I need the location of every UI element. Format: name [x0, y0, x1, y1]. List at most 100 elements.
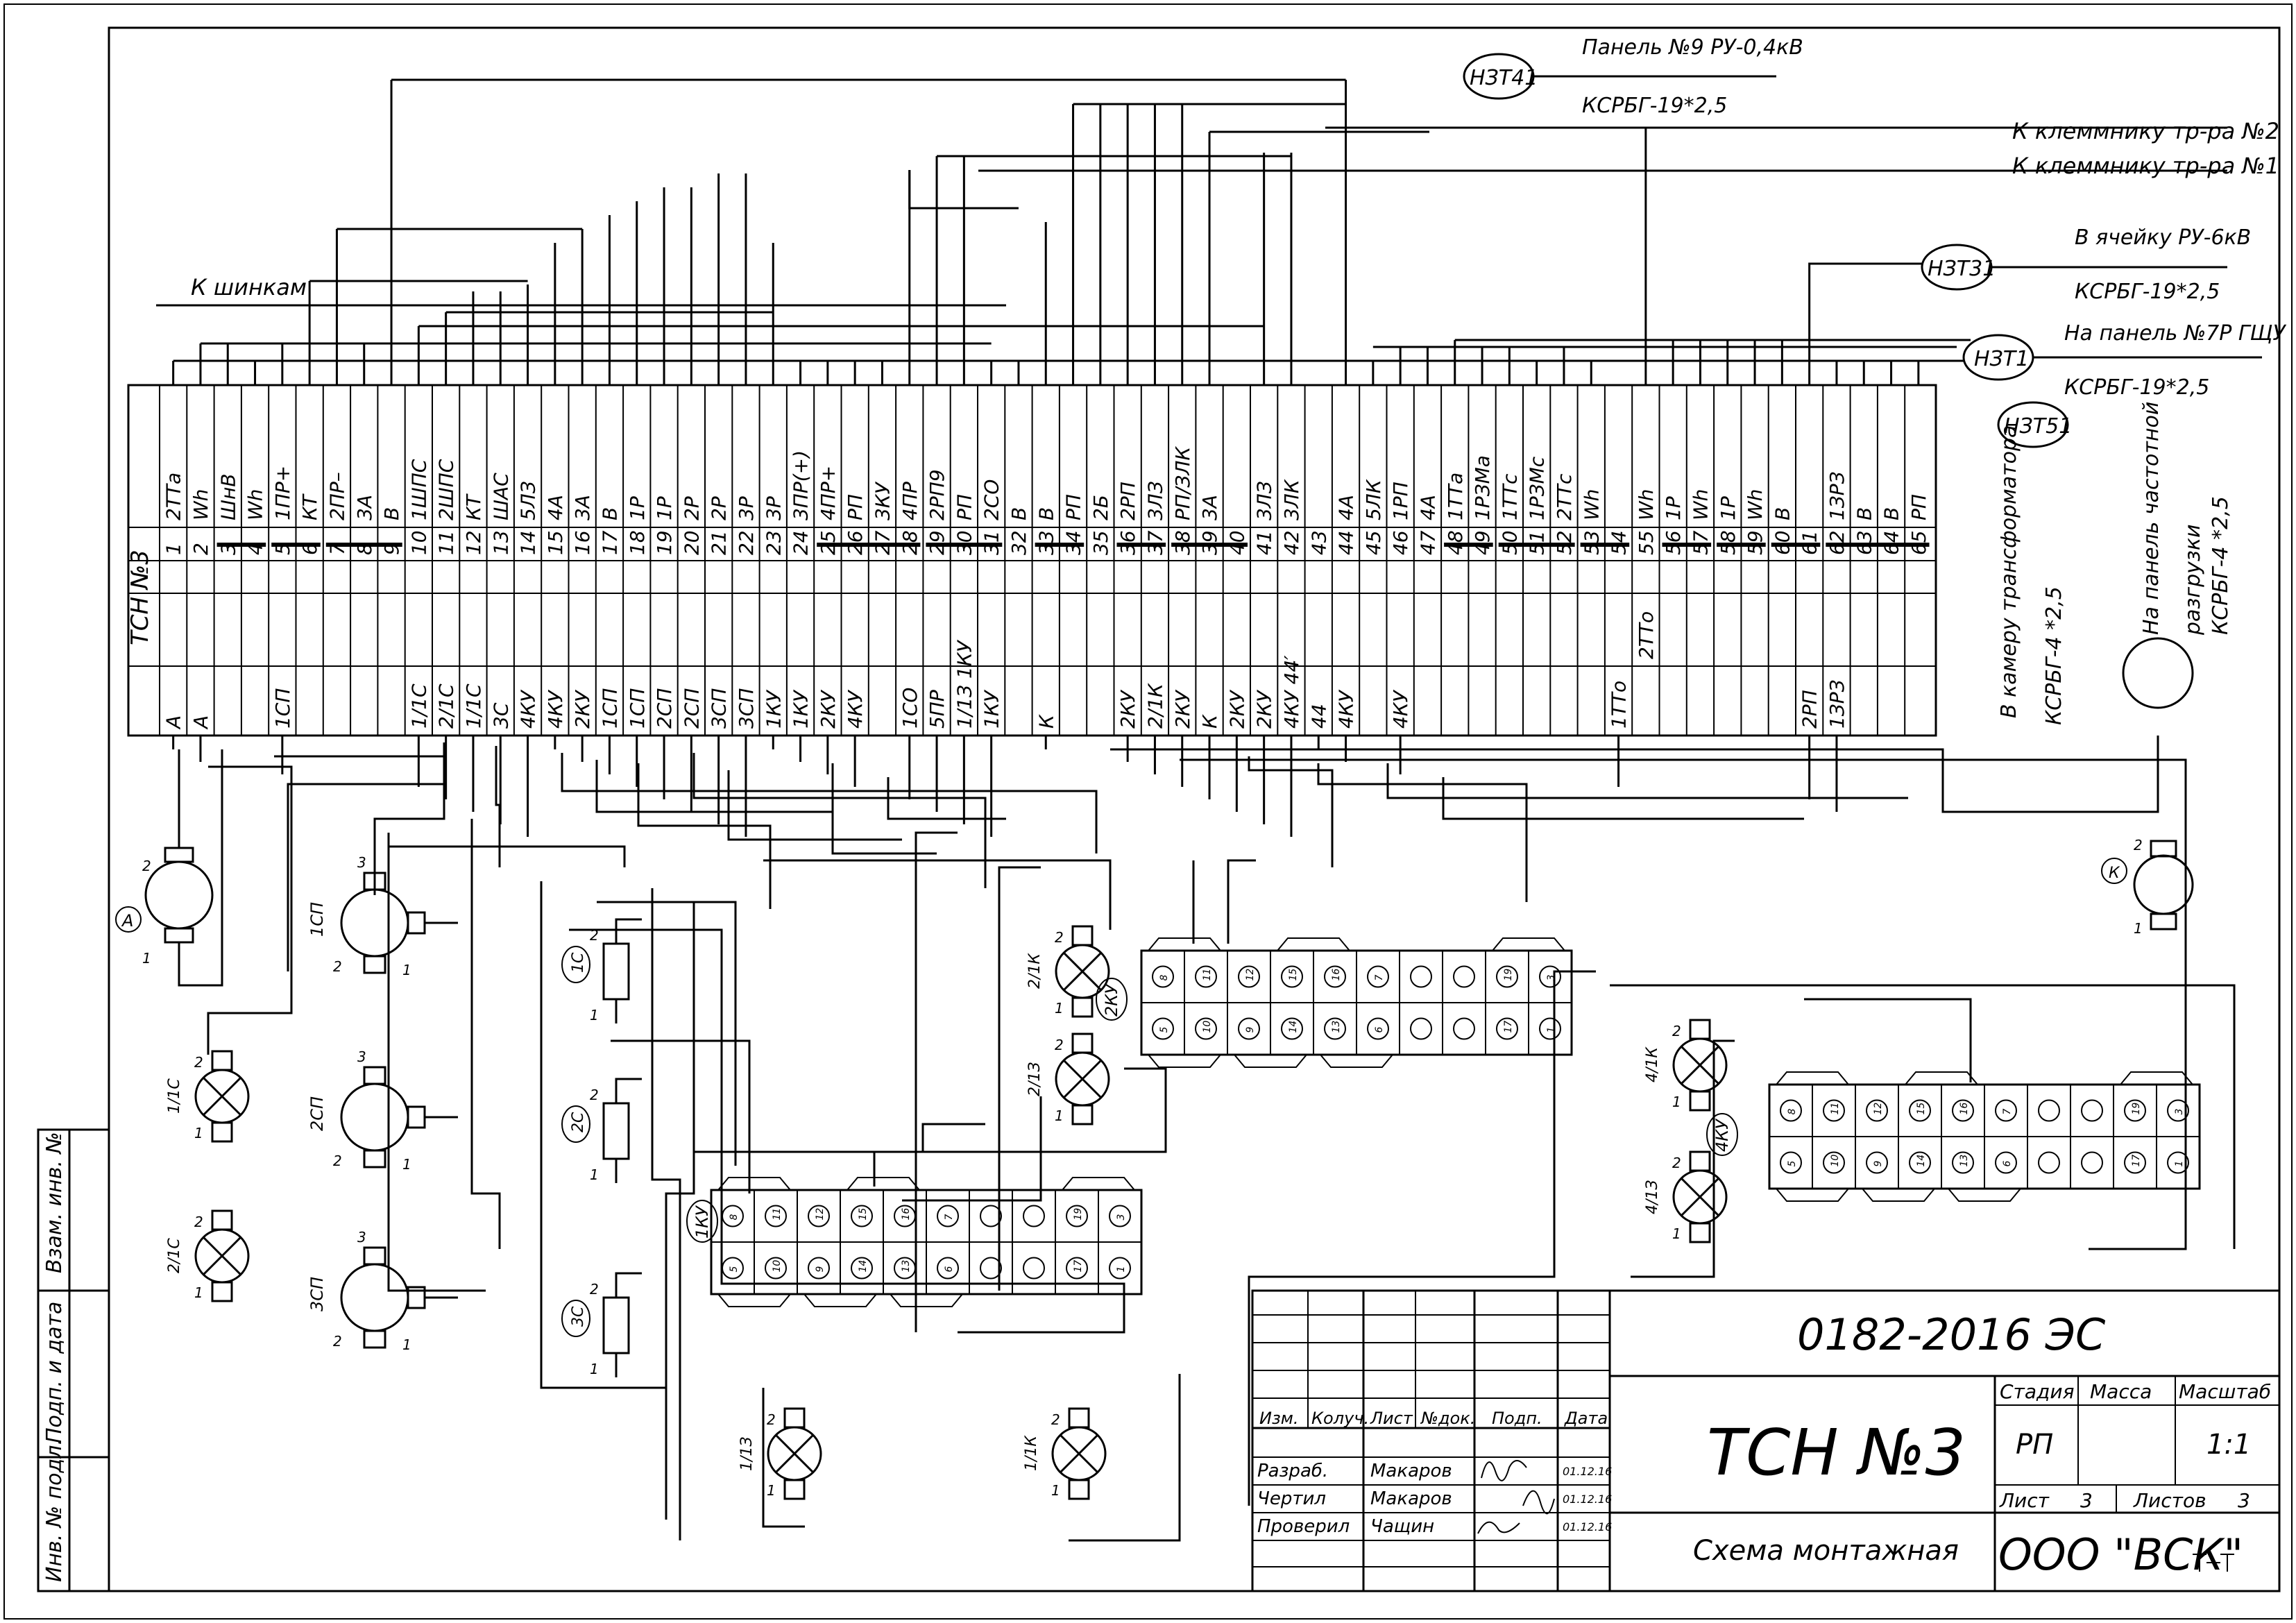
terminal-top-label: В: [1035, 507, 1057, 520]
stamp-inv-podl: Инв. № подл.: [42, 1438, 67, 1582]
terminal-number: 13: [489, 530, 512, 555]
terminal-top-label: 1Р: [1662, 496, 1685, 520]
wire: [1631, 1039, 1735, 1278]
terminal-top-label: В: [1007, 507, 1030, 520]
pin-label: 1: [590, 1166, 599, 1183]
label-motor-a: А: [121, 911, 133, 931]
terminal-top-label: 1РЗМа: [1471, 455, 1494, 520]
block-terminal-label: 14: [1288, 1021, 1299, 1033]
terminal-top-label: Wh: [1744, 489, 1767, 520]
terminal-top-label: 2ШПС: [435, 459, 458, 520]
terminal-top-label: 2ТТа: [162, 473, 185, 520]
terminal-bottom-label: 1/1С: [407, 683, 430, 729]
signature-chertil: [1522, 1490, 1555, 1515]
terminal-top-label: РП: [953, 494, 976, 520]
wire: [915, 831, 958, 1332]
terminal-top-label: 4ПР: [899, 482, 921, 520]
terminal-top-label: В: [598, 507, 621, 520]
hdr-data: Дата: [1564, 1409, 1608, 1428]
wire: [651, 888, 681, 1540]
block-terminal-label: 9: [1245, 1027, 1256, 1033]
block-terminal-label: 13: [1331, 1021, 1342, 1033]
label-klem1: К клеммнику тр-ра №1: [2012, 153, 2279, 179]
terminal-number: 20: [680, 530, 703, 555]
pin-label: 2: [590, 927, 599, 944]
coil-2s: 2С2 1: [561, 1078, 642, 1183]
terminal-top-label: 3А: [571, 495, 594, 520]
block-terminal-label: 14: [1916, 1155, 1927, 1167]
company-logo-icon: [2193, 1554, 2234, 1572]
block-terminal-label: 3: [2174, 1109, 2185, 1115]
wire: [1442, 777, 1804, 820]
terminal-bottom-label: 4КУ: [544, 689, 567, 729]
terminal-top-label: 2Б: [1089, 495, 1112, 520]
label-k: К: [2109, 865, 2120, 882]
terminal-bottom-label: 1КУ: [790, 689, 813, 729]
name-proveril: Чащин: [1370, 1516, 1434, 1537]
terminal-number: 21: [708, 530, 731, 555]
block-terminal-label: 15: [1288, 969, 1299, 981]
block-terminal-label: 17: [2131, 1155, 2142, 1167]
pin-label: 2: [1055, 1037, 1064, 1053]
wire: [611, 1039, 751, 1193]
listov-value: 3: [2238, 1489, 2250, 1512]
block-terminal-label: 16: [1331, 969, 1342, 981]
terminal-top-label: В: [1771, 507, 1794, 520]
block-terminal-label: 12: [1873, 1103, 1884, 1115]
block-terminal-label: 1: [2174, 1161, 2185, 1167]
wire: [908, 170, 1019, 210]
wire: [692, 753, 987, 888]
terminal-bottom-label: 4КУ 44′: [1280, 655, 1303, 729]
pin-label: 1: [1055, 1107, 1064, 1124]
drawing-frame: [108, 26, 2281, 1592]
cable-n3t41: НЗТ41: [1470, 66, 1538, 90]
wire: [763, 859, 1112, 930]
pin-label: 1: [1672, 1094, 1681, 1110]
label-1lz: 1/1З: [738, 1436, 756, 1471]
label-2sp: 2СП: [307, 1096, 327, 1131]
block-terminal-label: 9: [815, 1266, 826, 1273]
terminal-top-label: 4А: [544, 495, 567, 520]
name-razrab: Макаров: [1370, 1461, 1452, 1481]
terminal-bottom-label: 2/1С: [435, 683, 458, 729]
terminal-bottom-label: 44: [1307, 704, 1330, 729]
pin-label: 1: [194, 1284, 203, 1301]
terminal-number: 43: [1307, 530, 1330, 555]
block-terminal-label: 15: [858, 1208, 869, 1221]
pin-label: 2: [590, 1087, 599, 1103]
wire: [1317, 763, 1528, 902]
label-panel-freq: На панель частотной: [2139, 402, 2163, 635]
label-klem2: К клеммнику тр-ра №2: [2012, 118, 2279, 144]
wire: [595, 760, 833, 813]
pin-label: 2: [767, 1411, 776, 1428]
pin-label: 2: [333, 1153, 342, 1169]
wire: [597, 901, 737, 1166]
wire: [470, 819, 501, 1249]
label-2s: 2С: [570, 1112, 587, 1132]
terminal-bottom-label: 4КУ: [1335, 689, 1358, 729]
block-terminal-label: 8: [1787, 1109, 1798, 1115]
label-2ls: 2/1С: [166, 1238, 183, 1273]
terminal-top-label: 4ПР+: [817, 466, 840, 520]
terminal-number: 2: [189, 543, 212, 555]
terminal-bottom-label: 1СО: [899, 688, 921, 729]
terminal-number: 15: [544, 530, 567, 555]
terminal-top-label: 1ТТа: [1444, 473, 1467, 520]
terminal-top-label: 2СО: [980, 479, 1003, 520]
block-terminal-label: 17: [1503, 1021, 1514, 1033]
cable-labels: НЗТ41 Панель №9 РУ-0,4кВ КСРБГ-19*2,5 К …: [156, 35, 2286, 725]
wire: [1069, 1374, 1181, 1542]
label-kamera: В камеру трансформатора: [1997, 425, 2021, 718]
list-value: 3: [2080, 1489, 2093, 1512]
label-2ku: 2КУ: [1102, 983, 1121, 1017]
terminal-bottom-label: 4КУ: [517, 689, 540, 729]
terminal-bottom-label: 1ЗРЗ: [1826, 679, 1848, 729]
terminal-top-label: РП: [1062, 494, 1085, 520]
block-terminal-label: 14: [858, 1260, 869, 1273]
terminal-top-label: 2ТТс: [1553, 473, 1576, 520]
terminal-top-label: 1ШПС: [407, 459, 430, 520]
label-panel9: Панель №9 РУ-0,4кВ: [1582, 35, 1803, 60]
terminal-bottom-label: 4КУ: [1389, 689, 1412, 729]
